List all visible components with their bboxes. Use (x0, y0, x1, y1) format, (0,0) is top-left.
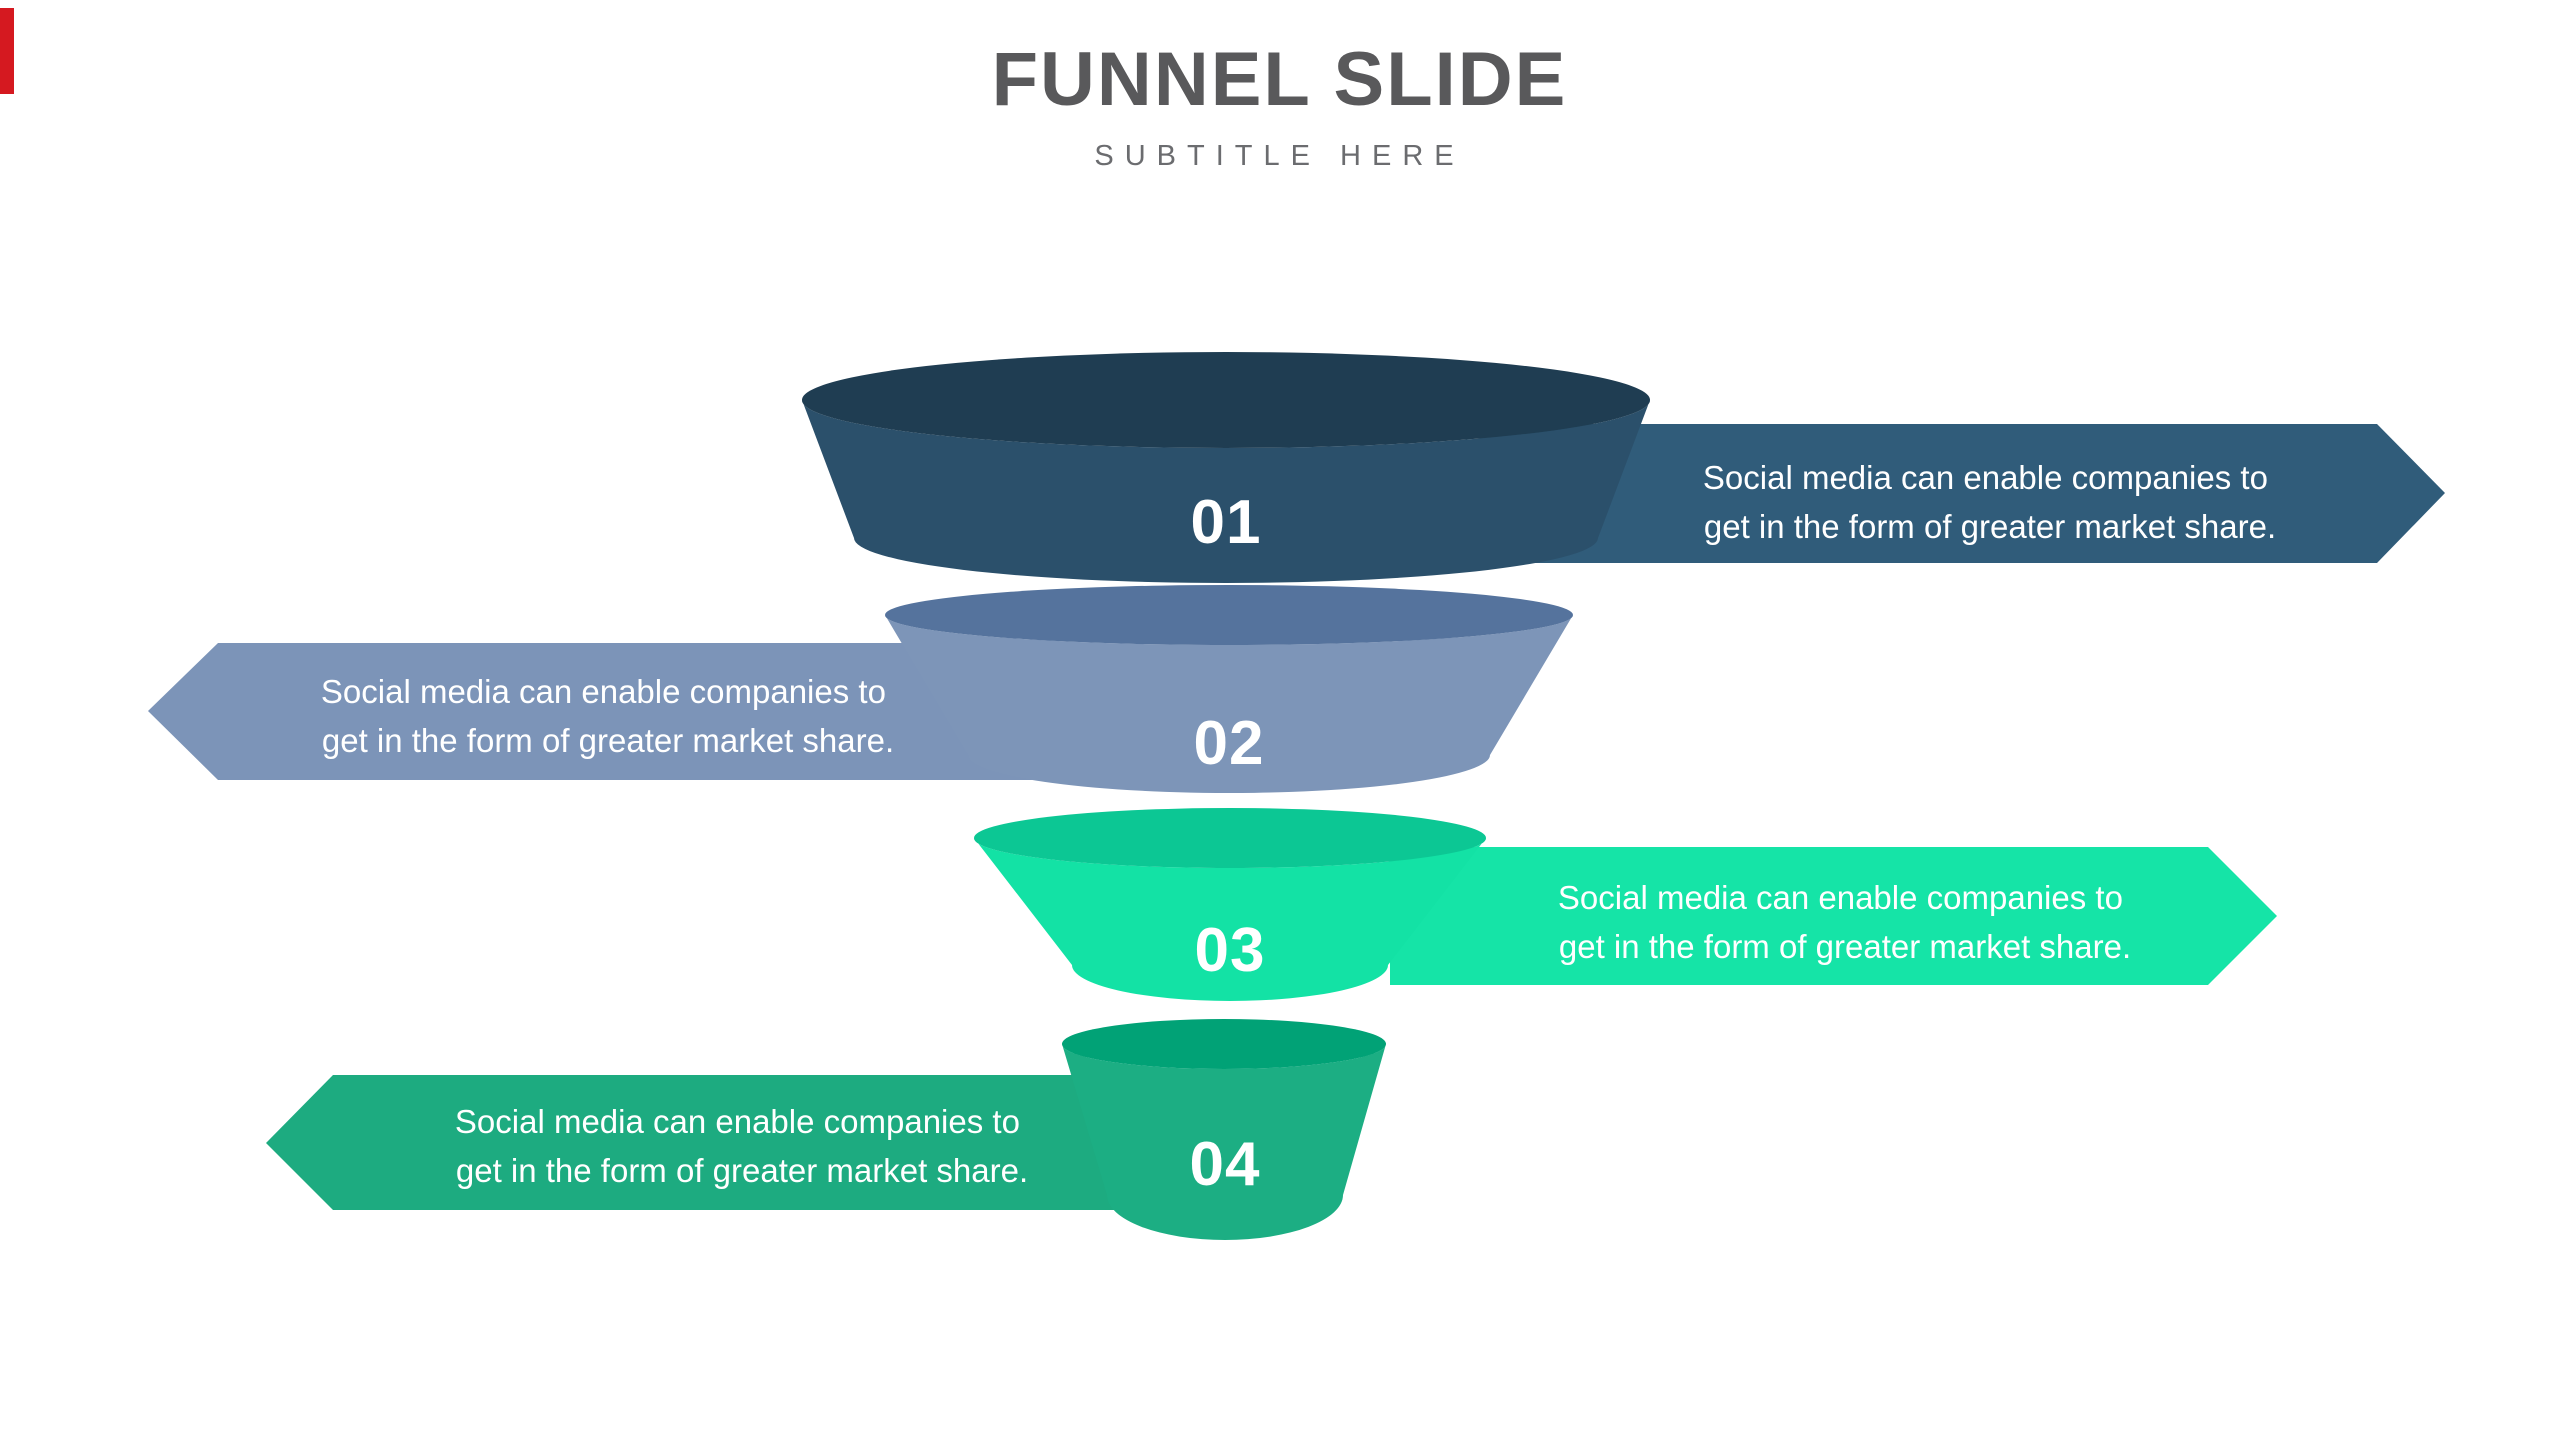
banner-1-text: Social media can enable companies to get… (1703, 459, 2277, 545)
banner-3-arrow-right (1390, 847, 2277, 985)
banner-1-text-line-1: Social media can enable companies to (1703, 459, 2268, 496)
banner-1-text-line-2: get in the form of greater market share. (1704, 508, 2276, 545)
slide-subtitle: SUBTITLE HERE (1094, 140, 1465, 172)
banner-stage-4: Social media can enable companies to get… (266, 1075, 1150, 1210)
banner-stage-2: Social media can enable companies to get… (148, 643, 1080, 780)
banner-1-arrow-right (1480, 424, 2445, 563)
banner-stage-1: Social media can enable companies to get… (1480, 424, 2445, 563)
funnel-stage-2-body (885, 615, 1573, 793)
banner-3-text: Social media can enable companies to get… (1558, 879, 2132, 965)
funnel-stage-4: 04 (1062, 1019, 1386, 1240)
banner-stage-3: Social media can enable companies to get… (1390, 847, 2277, 985)
stage-1-number: 01 (1191, 488, 1262, 557)
funnel-stage-3: 03 (974, 808, 1486, 1001)
funnel-stage-2-top-ellipse (885, 585, 1573, 645)
stage-3-number: 03 (1195, 916, 1266, 985)
banner-4-text: Social media can enable companies to get… (455, 1103, 1029, 1189)
banner-2-text: Social media can enable companies to get… (321, 673, 895, 759)
banner-2-text-line-2: get in the form of greater market share. (322, 722, 894, 759)
accent-bar (0, 8, 14, 94)
funnel-stage-4-body (1062, 1044, 1386, 1240)
banner-2-text-line-1: Social media can enable companies to (321, 673, 886, 710)
funnel-stage-2: 02 (885, 585, 1573, 793)
funnel-stage-3-top-ellipse (974, 808, 1486, 868)
slide-title: FUNNEL SLIDE (991, 37, 1568, 122)
stage-4-number: 04 (1190, 1130, 1261, 1199)
banner-4-arrow-left (266, 1075, 1150, 1210)
funnel-stage-4-top-ellipse (1062, 1019, 1386, 1069)
funnel-stage-1-body (802, 400, 1650, 583)
banner-4-text-line-2: get in the form of greater market share. (456, 1152, 1028, 1189)
banner-3-text-line-2: get in the form of greater market share. (1559, 928, 2131, 965)
banner-4-text-line-1: Social media can enable companies to (455, 1103, 1020, 1140)
funnel-stage-3-body (974, 838, 1486, 1001)
funnel-stage-1-top-ellipse (802, 352, 1650, 448)
stage-2-number: 02 (1194, 709, 1265, 778)
funnel-stage-1: 01 (802, 352, 1650, 583)
banner-2-arrow-left (148, 643, 1080, 780)
banner-3-text-line-1: Social media can enable companies to (1558, 879, 2123, 916)
